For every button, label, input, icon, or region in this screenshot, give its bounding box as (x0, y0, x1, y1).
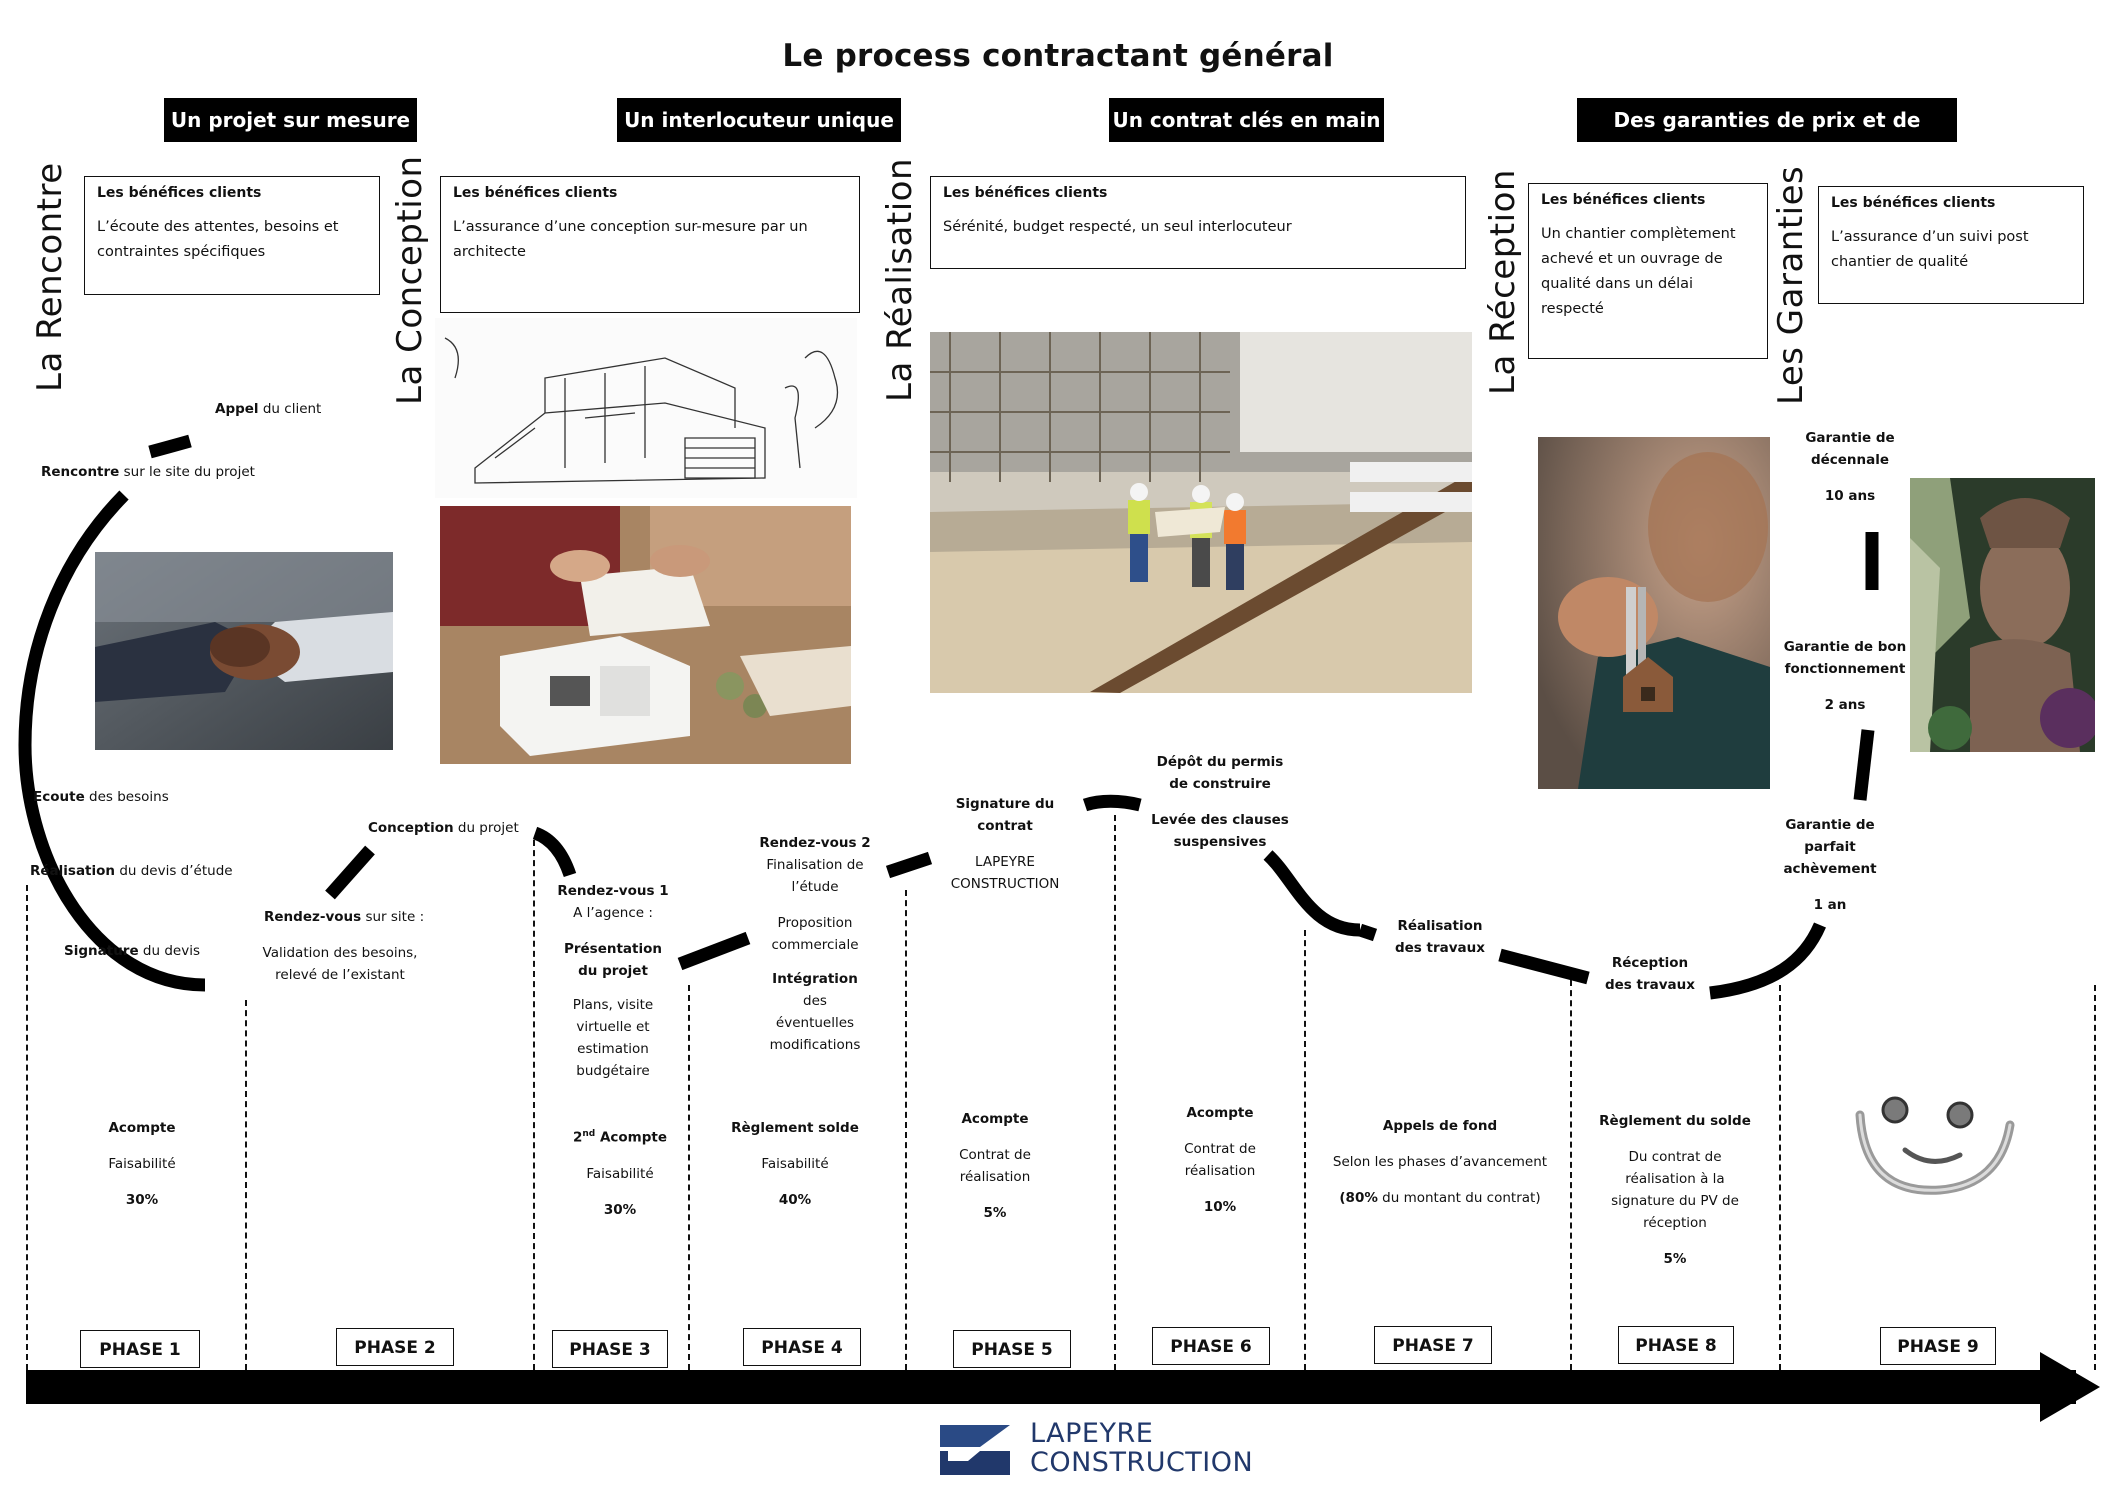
phase-label-3: PHASE 3 (552, 1330, 668, 1368)
payment-phase-6: Acompte Contrat de réalisation 10% (1184, 1105, 1256, 1215)
payment-phase-8: Règlement du solde Du contrat de réalisa… (1599, 1113, 1751, 1267)
logo-construction: CONSTRUCTION (1030, 1447, 1254, 1478)
lapeyre-logo-icon (940, 1425, 1010, 1475)
step-garantie-parfait-achevement: Garantie de parfait achèvement 1 an (1783, 817, 1877, 913)
phase-divider (26, 885, 28, 1370)
phase-divider (245, 1000, 247, 1370)
step-garantie-decennale: Garantie de décennale 10 ans (1805, 430, 1895, 504)
benefit-box-conception: Les bénéfices clients L’assurance d’une … (440, 176, 860, 313)
payment-phase-3: 2nd Acompte Faisabilité 30% (572, 1129, 668, 1218)
step-rdv1: Rendez-vous 1 A l’agence : Présentation … (557, 883, 669, 1079)
statue-garden-photo (1910, 478, 2095, 752)
benefit-text: Un chantier complètement achevé et un ou… (1541, 226, 1736, 317)
step-depot-permis: Dépôt du permis de construire Levée des … (1151, 754, 1289, 850)
step-garantie-bon-fonctionnement: Garantie de bon fonctionnement 2 ans (1783, 639, 1907, 713)
timeline-arrow (26, 1352, 2100, 1422)
step-ecoute: Ecoute des besoins (33, 789, 169, 805)
architect-model-photo (440, 506, 851, 764)
step-reception-travaux: Réception des travaux (1604, 955, 1695, 993)
phase-label-8: PHASE 8 (1618, 1326, 1734, 1364)
payment-phase-4: Règlement solde Faisabilité 40% (731, 1120, 859, 1208)
step-appel: Appel du client (215, 401, 322, 417)
phase-divider (905, 890, 907, 1370)
banner-contrat-cles-en-main: Un contrat clés en main (1109, 98, 1384, 142)
banner-garanties: Des garanties de prix et de délais (1577, 98, 1957, 176)
step-conception: Conception du projet (368, 820, 519, 836)
step-rdv2: Rendez-vous 2 Finalisation de l’étude Pr… (759, 835, 871, 1053)
step-rdv-site: Rendez-vous sur site : (264, 909, 425, 925)
payment-phase-7: Appels de fond Selon les phases d’avance… (1332, 1118, 1548, 1206)
page-title: Le process contractant général (782, 38, 1334, 74)
phase-label-4: PHASE 4 (743, 1328, 861, 1366)
logo-lapeyre: LAPEYRE (1030, 1418, 1154, 1449)
step-signature-devis: Signature du devis (64, 943, 200, 959)
benefit-text: L’assurance d’une conception sur-mesure … (453, 219, 808, 260)
phase-divider (688, 985, 690, 1370)
benefit-text: Sérénité, budget respecté, un seul inter… (943, 219, 1292, 235)
phase-label-9: PHASE 9 (1880, 1327, 1996, 1365)
step-signature-contrat: Signature du contrat LAPEYRE CONSTRUCTIO… (950, 796, 1060, 892)
architecture-sketch-image (435, 318, 857, 498)
banner-interlocuteur-unique: Un interlocuteur unique (617, 98, 901, 142)
phase-divider (1304, 930, 1306, 1370)
benefit-heading: Les bénéfices clients (943, 185, 1108, 201)
phase-divider (1570, 980, 1572, 1370)
payment-phase-1: Acompte Faisabilité 30% (108, 1120, 176, 1208)
house-keys-photo (1538, 437, 1770, 789)
handshake-photo (95, 552, 393, 750)
benefit-heading: Les bénéfices clients (1831, 195, 1996, 211)
step-realisation-travaux: Réalisation des travaux (1394, 918, 1485, 956)
benefit-text: L’écoute des attentes, besoins et contra… (97, 219, 339, 260)
banner-projet-sur-mesure: Un projet sur mesure (164, 98, 417, 142)
benefit-box-realisation: Les bénéfices clients Sérénité, budget r… (930, 176, 1466, 269)
benefit-heading: Les bénéfices clients (1541, 192, 1706, 208)
phase-divider (1114, 815, 1116, 1370)
smiley-icon (1850, 1065, 2020, 1205)
step-realisation-devis: Réalisation du devis d’étude (30, 863, 233, 879)
benefit-box-garanties: Les bénéfices clients L’assurance d’un s… (1818, 186, 2084, 304)
phase-label-6: PHASE 6 (1152, 1327, 1270, 1365)
benefit-heading: Les bénéfices clients (97, 185, 262, 201)
phase-label-2: PHASE 2 (336, 1328, 454, 1366)
phase-divider (1779, 985, 1781, 1370)
phase-divider (533, 840, 535, 1370)
phase-label-7: PHASE 7 (1374, 1326, 1492, 1364)
construction-site-photo (930, 332, 1472, 693)
benefit-box-rencontre: Les bénéfices clients L’écoute des atten… (84, 176, 380, 295)
phase-label-1: PHASE 1 (80, 1330, 200, 1368)
payment-phase-5: Acompte Contrat de réalisation 5% (959, 1111, 1031, 1221)
benefit-text: L’assurance d’un suivi post chantier de … (1831, 229, 2029, 270)
benefit-box-reception: Les bénéfices clients Un chantier complè… (1528, 183, 1768, 359)
step-rencontre: Rencontre sur le site du projet (41, 464, 255, 480)
step-rdv-site-detail: Validation des besoins,relevé de l’exist… (262, 945, 418, 983)
phase-divider (2094, 985, 2096, 1370)
phase-label-5: PHASE 5 (953, 1330, 1071, 1368)
benefit-heading: Les bénéfices clients (453, 185, 618, 201)
